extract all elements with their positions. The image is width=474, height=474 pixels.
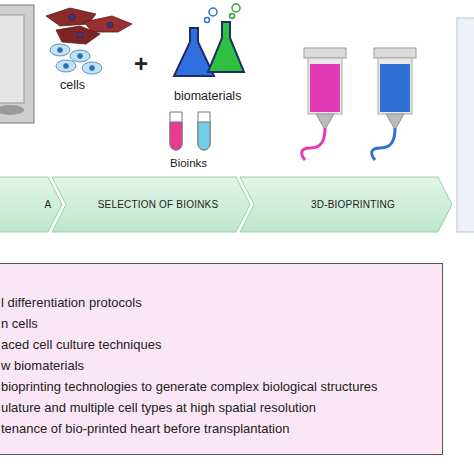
list-item: ulature and multiple cell types at high … [1,400,436,415]
list-item: tenance of bio-printed heart before tran… [1,421,436,436]
flask-icons [174,4,244,76]
device-illustration [0,5,34,123]
challenges-box: l differentiation protocols n cells aced c… [0,263,443,455]
list-item: l differentiation protocols [1,295,436,310]
cut-box [457,18,474,232]
figure-label: cells [60,78,85,92]
cardiomyocyte-cells [46,8,132,44]
bioprinter-syringes [302,48,416,160]
figure-label: biomaterials [174,89,241,103]
test-tubes [170,112,210,150]
list-item: aced cell culture techniques [1,337,436,352]
step-chevron: SELECTION OF BIOINKS [52,177,250,232]
chevron-outline [0,177,62,232]
chevron-shape [0,177,62,232]
list-item: w biomaterials [1,358,436,373]
step-chevron: A [0,177,62,232]
step-chevron: 3D-BIOPRINTING [240,177,452,232]
step-label: 3D-BIOPRINTING [247,177,459,232]
list-item: n cells [1,316,436,331]
list-item: bioprinting technologies to generate com… [1,379,436,394]
figure-label: + [134,50,148,78]
step-label: SELECTION OF BIOINKS [59,177,257,232]
stem-cells [50,44,102,74]
figure-label: Bioinks [170,157,207,169]
